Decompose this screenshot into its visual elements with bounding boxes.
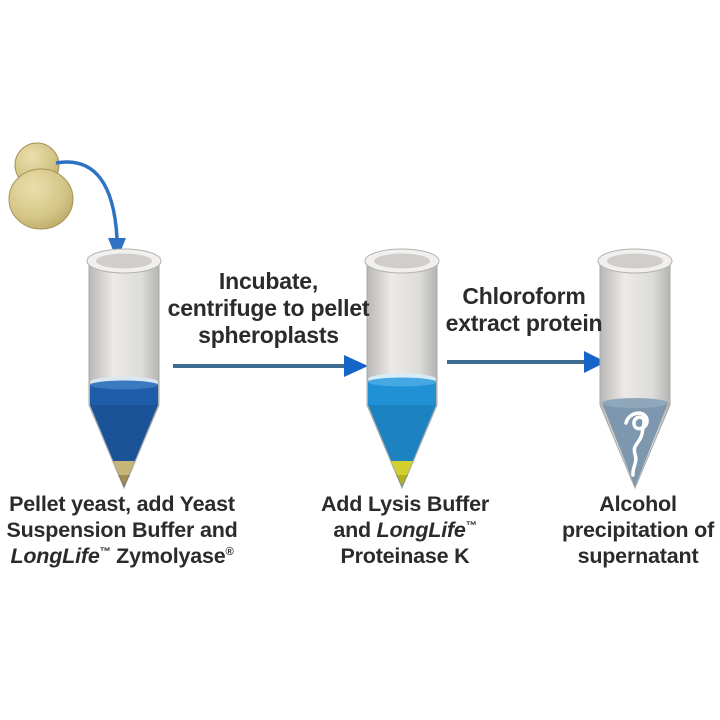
trademark-symbol: ™: [465, 519, 477, 532]
yeast-cell-icon: [8, 142, 74, 230]
brand-name: LongLife: [376, 518, 466, 542]
brand-name: LongLife: [10, 544, 100, 568]
tube1-yeast-pellet: [113, 461, 135, 486]
dna-precipitate-icon: [624, 411, 649, 477]
tube2-pellet: [391, 461, 413, 486]
tube-step3: [597, 248, 673, 490]
step1-line: centrifuge to pellet: [167, 295, 370, 321]
tube1-label-line: Suspension Buffer and: [6, 518, 238, 542]
tube2-label-line: Proteinase K: [340, 544, 470, 568]
tube3-label-line: Alcohol: [599, 492, 677, 516]
product-name: Zymolyase: [116, 544, 226, 568]
and-word: and: [333, 518, 371, 542]
step-arrow-2-icon: [447, 351, 606, 373]
tube1-liquid: [90, 385, 158, 487]
step1-caption: Incubate, centrifuge to pellet spheropla…: [166, 268, 371, 349]
step1-line: spheroplasts: [198, 322, 339, 348]
tube-step1: [86, 248, 162, 490]
trademark-symbol: ™: [99, 545, 111, 558]
step1-line: Incubate,: [218, 268, 319, 294]
step2-line: extract protein: [445, 310, 603, 336]
tube1-label-line: Pellet yeast, add Yeast: [9, 492, 235, 516]
step-arrow-1-icon: [173, 355, 368, 377]
tube2-liquid: [368, 382, 436, 487]
tube3-label: Alcohol precipitation of supernatant: [548, 491, 720, 569]
tube3-label-line: precipitation of: [561, 518, 715, 542]
step2-line: Chloroform: [462, 283, 586, 309]
tube2-label-line: Add Lysis Buffer: [320, 492, 490, 516]
registered-symbol: ®: [225, 545, 234, 558]
tube3-label-line: supernatant: [577, 544, 699, 568]
tube-step2: [364, 248, 440, 490]
step2-caption: Chloroform extract protein: [434, 283, 614, 337]
tube1-label-line: LongLife™ Zymolyase®: [6, 543, 238, 569]
tube1-label: Pellet yeast, add Yeast Suspension Buffe…: [6, 491, 238, 569]
